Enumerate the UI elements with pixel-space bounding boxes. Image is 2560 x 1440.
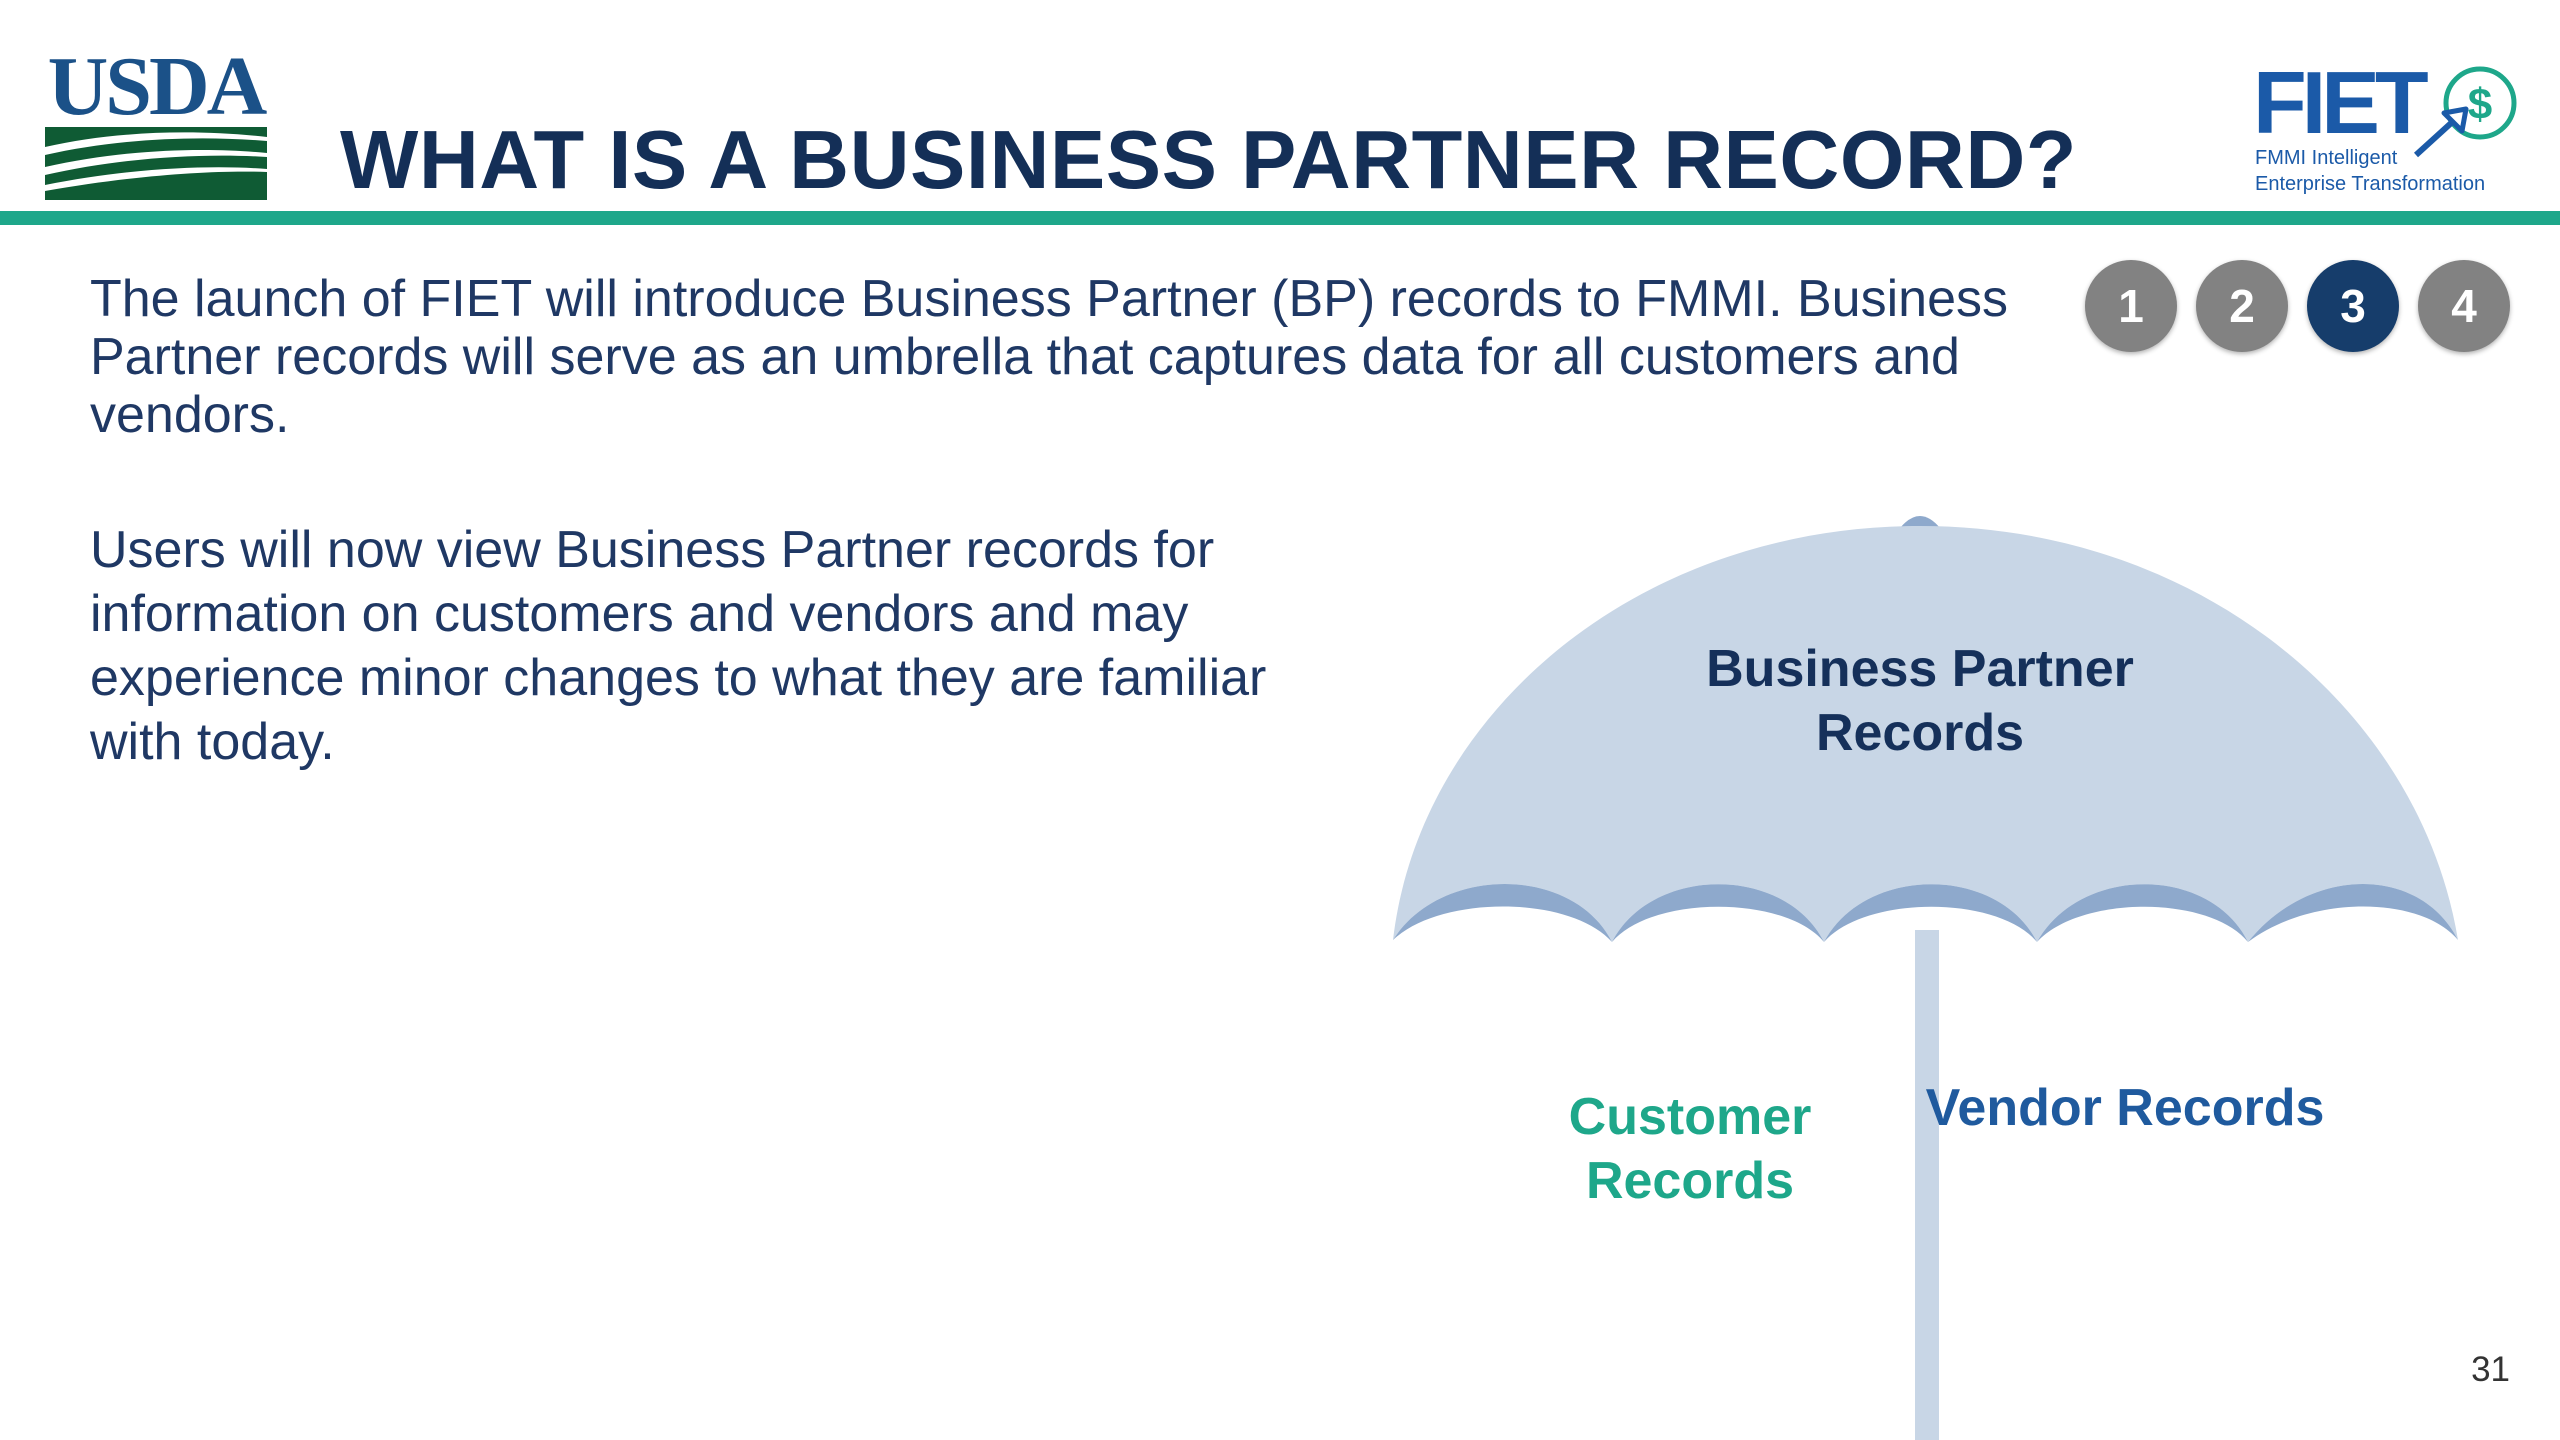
- svg-text:$: $: [2468, 80, 2492, 129]
- step-navigation: 1 2 3 4: [2085, 260, 2515, 352]
- step-2-button[interactable]: 2: [2196, 260, 2288, 352]
- umbrella-canopy-label: Business Partner Records: [1620, 637, 2220, 765]
- step-3-button[interactable]: 3: [2307, 260, 2399, 352]
- usda-fields-icon: [45, 127, 267, 200]
- intro-paragraph: The launch of FIET will introduce Busine…: [90, 270, 2090, 444]
- step-4-button[interactable]: 4: [2418, 260, 2510, 352]
- header-divider: [0, 211, 2560, 225]
- detail-paragraph: Users will now view Business Partner rec…: [90, 518, 1340, 774]
- fiet-tagline-line2: Enterprise Transformation: [2255, 172, 2485, 196]
- fiet-wordmark: FIET: [2253, 55, 2424, 151]
- vendor-records-label: Vendor Records: [1925, 1076, 2325, 1140]
- page-title: WHAT IS A BUSINESS PARTNER RECORD?: [340, 110, 2077, 210]
- fiet-tagline-line1: FMMI Intelligent: [2255, 146, 2397, 170]
- dollar-arrow-icon: $: [2408, 63, 2518, 163]
- page-number: 31: [2440, 1350, 2510, 1390]
- usda-logo-text: USDA: [45, 45, 267, 129]
- customer-records-label: Customer Records: [1490, 1085, 1890, 1213]
- umbrella-handle: [1915, 930, 1939, 1440]
- step-1-button[interactable]: 1: [2085, 260, 2177, 352]
- fiet-logo: FIET $ FMMI Intelligent Enterprise Trans…: [2250, 55, 2520, 205]
- usda-logo: USDA: [45, 45, 267, 200]
